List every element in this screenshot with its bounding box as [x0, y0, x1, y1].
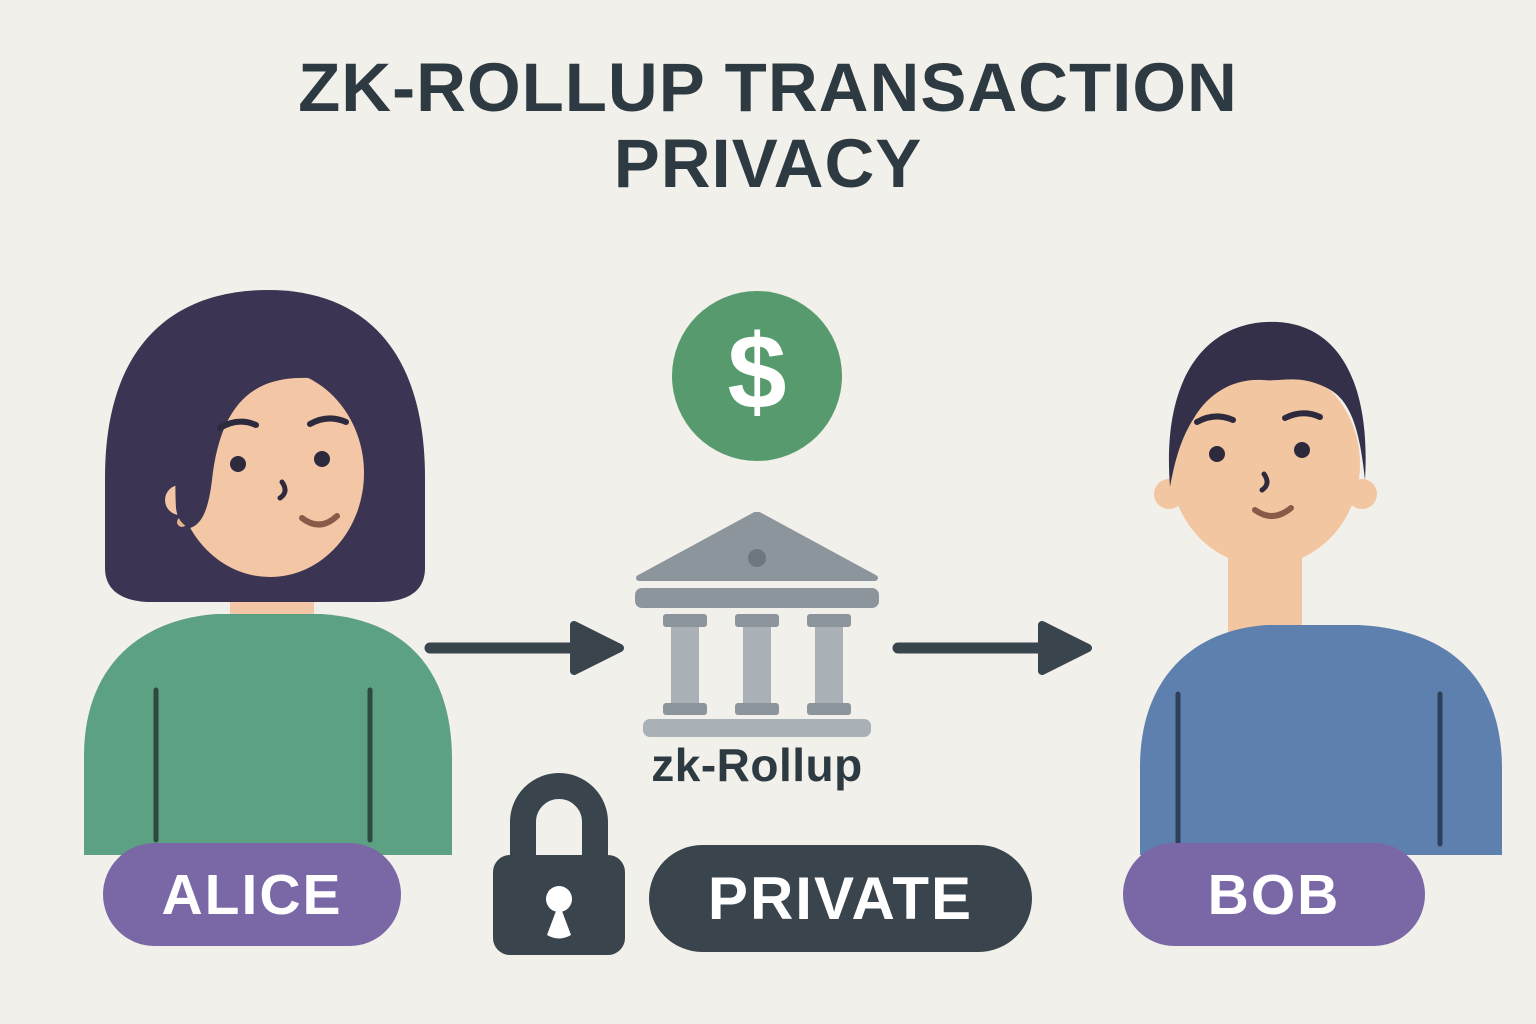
alice-nose — [277, 479, 288, 501]
bob-nose — [1259, 471, 1270, 493]
bank-lintel — [635, 588, 879, 608]
bank-columns — [663, 614, 851, 715]
rollup-label: zk-Rollup — [651, 739, 863, 791]
bank-pediment — [636, 512, 878, 581]
alice-sweater — [84, 614, 452, 855]
bob-hair — [1168, 321, 1366, 487]
arrow-alice-to-rollup-icon — [424, 621, 624, 675]
bob-eyebrow-left — [1194, 413, 1236, 425]
bank-pediment-dot — [748, 549, 766, 567]
alice-smile — [299, 513, 340, 528]
bob-illustration — [1140, 321, 1502, 855]
bob-smile — [1252, 505, 1294, 519]
bank-building-icon — [635, 512, 879, 737]
dollar-coin-icon: $ — [672, 291, 842, 461]
arrow-rollup-to-bob-icon — [892, 621, 1092, 675]
alice-eyebrow-left — [217, 418, 259, 431]
bob-badge: BOB — [1123, 843, 1425, 946]
alice-eye-right — [314, 451, 330, 467]
bob-eye-left — [1209, 446, 1225, 462]
padlock-shackle — [510, 773, 608, 867]
alice-eye-left — [230, 456, 246, 472]
alice-hair-fringe — [175, 325, 411, 528]
bob-body — [1140, 537, 1502, 855]
bob-facial-features — [1194, 410, 1323, 519]
alice-eyebrow-right — [307, 415, 349, 427]
dollar-symbol: $ — [727, 312, 787, 431]
bob-sweater — [1140, 625, 1502, 855]
bob-eyebrow-right — [1282, 410, 1323, 421]
padlock-keyhole — [546, 886, 572, 939]
alice-facial-features — [217, 415, 349, 528]
private-badge: PRIVATE — [649, 845, 1032, 952]
bob-eye-right — [1294, 442, 1310, 458]
alice-illustration — [84, 290, 452, 855]
bank-base — [643, 719, 871, 737]
page-title: ZK-ROLLUP TRANSACTION PRIVACY — [298, 49, 1238, 202]
padlock-icon — [493, 773, 625, 955]
alice-badge: ALICE — [103, 843, 401, 946]
